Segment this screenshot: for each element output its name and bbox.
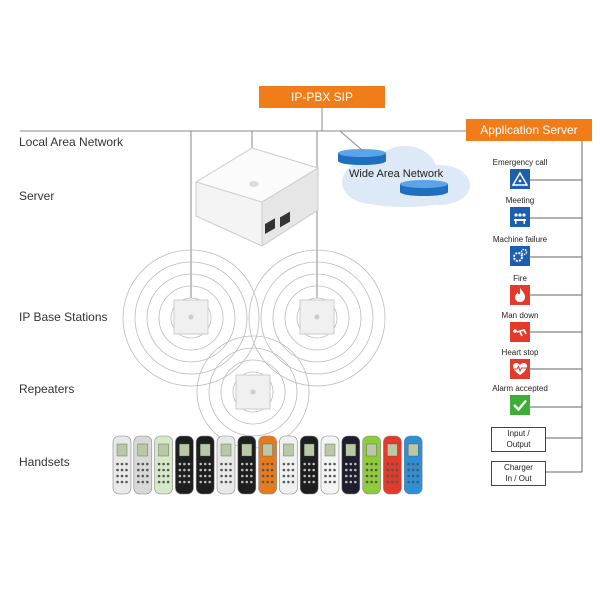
wan-connector	[339, 130, 363, 151]
fire-icon	[510, 285, 530, 305]
row-label-base: IP Base Stations	[19, 310, 108, 324]
alarm-man-down: Man down	[480, 311, 560, 347]
alarm-label: Heart stop	[501, 348, 539, 357]
alarm-label: Alarm accepted	[492, 384, 548, 393]
alarm-meeting: Meeting	[480, 196, 560, 232]
man-down-icon	[510, 322, 530, 342]
handset-icon	[112, 435, 132, 495]
row-label-lan: Local Area Network	[19, 135, 124, 149]
meeting-icon	[510, 207, 530, 227]
handset-icon	[362, 435, 381, 495]
handset-icon	[133, 435, 153, 495]
row-label-handsets: Handsets	[19, 455, 70, 469]
server-device	[194, 147, 320, 247]
coverage-rings	[122, 249, 386, 449]
charger-line-2: In / Out	[505, 474, 532, 483]
handset-icon	[258, 435, 277, 495]
io-line-2: Output	[506, 440, 531, 449]
handset-icon	[383, 435, 402, 495]
handset-icon	[341, 435, 361, 495]
alarm-label: Machine failure	[492, 235, 548, 244]
heart-icon	[510, 359, 530, 379]
base-station-left	[173, 299, 209, 335]
handset-icon	[279, 435, 298, 495]
alarm-label: Fire	[513, 274, 527, 283]
emergency-icon	[510, 169, 530, 189]
handset-icon	[216, 435, 236, 495]
database-icon-2	[400, 180, 448, 196]
alarm-heart-stop: Heart stop	[480, 348, 560, 384]
io-line-1: Input /	[507, 429, 530, 438]
charger-line-1: Charger	[504, 463, 533, 472]
handset-icon	[195, 435, 215, 495]
input-output-box: Input / Output	[491, 427, 546, 452]
alarm-label: Meeting	[505, 196, 535, 205]
handset-icon	[403, 435, 423, 495]
alarm-label: Emergency call	[492, 158, 548, 167]
handset-icon	[299, 435, 319, 495]
handset-icon	[237, 435, 257, 495]
ippbx-box: IP-PBX SIP	[259, 86, 385, 108]
repeater	[235, 374, 271, 410]
handset-icon	[175, 435, 194, 495]
alarm-fire: Fire	[480, 274, 560, 310]
alarm-accepted: Alarm accepted	[480, 384, 560, 420]
database-icon-1	[338, 149, 386, 165]
charger-box: Charger In / Out	[491, 461, 546, 486]
row-label-repeaters: Repeaters	[19, 382, 75, 396]
handset-icon	[154, 435, 173, 495]
base-station-right	[299, 299, 335, 335]
handsets-group	[112, 435, 423, 495]
alarm-label: Man down	[501, 311, 539, 320]
gears-icon	[510, 246, 530, 266]
wan-label: Wide Area Network	[349, 168, 444, 180]
alarm-machine-failure: Machine failure	[480, 235, 560, 271]
app-server-box: Application Server	[466, 119, 592, 141]
row-label-server: Server	[19, 189, 55, 203]
handset-icon	[320, 435, 340, 495]
checkmark-icon	[510, 395, 530, 415]
alarm-emergency-call: Emergency call	[480, 158, 560, 194]
